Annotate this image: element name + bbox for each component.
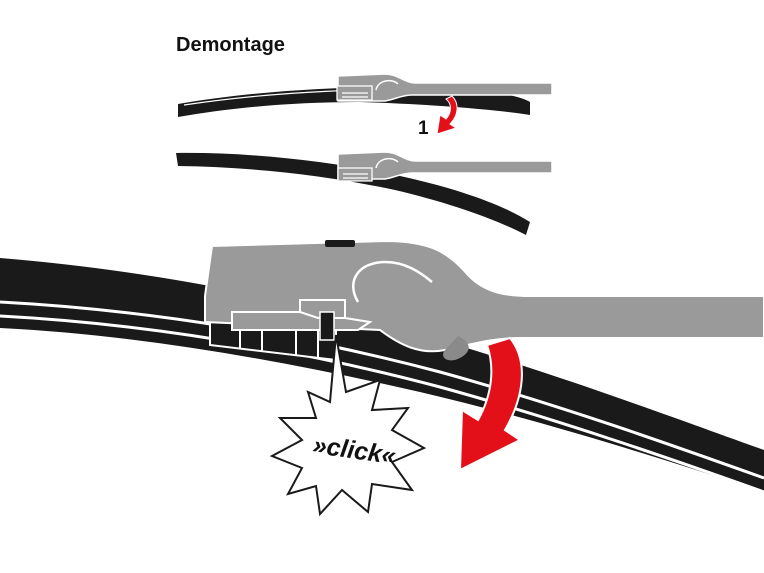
adapter-clip xyxy=(231,299,373,331)
arm-top-slot xyxy=(325,240,355,247)
top-wiper-illustration xyxy=(178,73,553,117)
middle-wiper-illustration xyxy=(176,151,553,235)
arm-lower-shadow xyxy=(443,336,469,361)
click-burst-shape xyxy=(269,334,427,517)
large-blade-line-lower xyxy=(0,314,764,494)
click-burst: »click« xyxy=(269,334,427,517)
rotation-arrow-icon xyxy=(458,336,523,472)
step-number-label: 1 xyxy=(418,118,429,139)
release-button xyxy=(319,311,335,341)
top-wiper-arm-hook xyxy=(375,79,399,91)
arm-hook-curve xyxy=(352,260,433,303)
adapter-clip-detail xyxy=(299,311,345,319)
large-wiper-blade xyxy=(0,258,764,492)
top-wiper-clip xyxy=(342,92,368,98)
large-blade-line-upper xyxy=(0,300,764,480)
large-wiper-detail xyxy=(0,239,764,494)
middle-wiper-arm-hook xyxy=(375,157,399,169)
diagram-title: Demontage xyxy=(176,34,285,56)
middle-wiper-clip xyxy=(343,173,368,179)
step-1-arrow-icon xyxy=(436,95,458,135)
blade-holder-ribs xyxy=(239,326,319,359)
